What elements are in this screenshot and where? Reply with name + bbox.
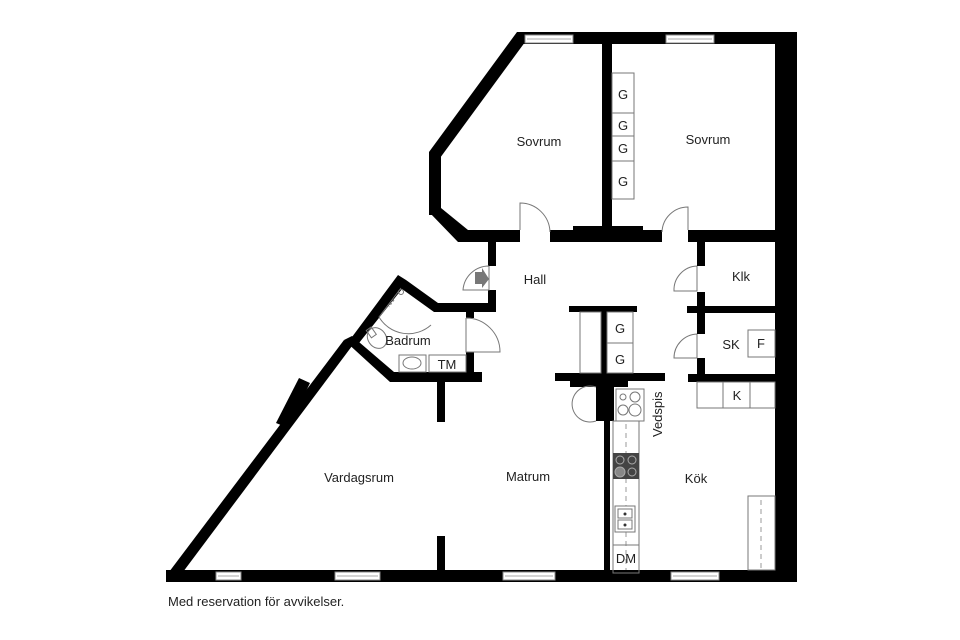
counter-cabinet: [749, 381, 776, 409]
wardrobe-label: G: [618, 141, 628, 156]
kitchen-sink-icon: [614, 505, 636, 533]
walls: [166, 32, 797, 582]
counter-cabinet: [696, 381, 724, 409]
room-label-matrum: Matrum: [506, 469, 550, 484]
room-label-klk: Klk: [732, 269, 751, 284]
partition-bottom: [437, 536, 445, 576]
wardrobe-label: G: [615, 352, 625, 367]
partition-top: [437, 382, 445, 422]
sink-drain-icon: [623, 512, 627, 516]
door-klk[interactable]: [673, 265, 698, 292]
toilet-tank: [365, 326, 378, 339]
bathroom-right-wall: [466, 352, 474, 382]
stove-burner-icon: [627, 455, 637, 465]
sk-wall-c: [697, 358, 705, 378]
stove-burner-icon: [629, 391, 641, 403]
fridge-label: K: [733, 388, 742, 403]
room-labels: Sovrum Sovrum Hall Klk SK Badrum Vardags…: [324, 132, 750, 486]
sink-drain-icon: [623, 523, 627, 527]
bedroom-divider-wall: [602, 44, 612, 232]
freezer: [747, 329, 776, 358]
wardrobe-label: G: [618, 174, 628, 189]
stove-burner-icon: [617, 404, 629, 416]
wardrobe-label: G: [618, 87, 628, 102]
kitchen-top-wall: [555, 373, 665, 381]
room-label-sk: SK: [722, 337, 740, 352]
wardrobe-label: G: [618, 118, 628, 133]
door-vedspis: [571, 385, 597, 423]
shower-head-icon: [398, 289, 404, 295]
room-label-sovrum-right: Sovrum: [686, 132, 731, 147]
bedroom-angled-wall: [429, 32, 528, 158]
closet-top-wall: [569, 306, 637, 312]
door-entrance[interactable]: [462, 265, 490, 291]
disclaimer-text: Med reservation för avvikelser.: [168, 594, 345, 609]
chimney-wall: [596, 381, 614, 421]
bedroom-bottom-wall-thick: [573, 226, 643, 242]
sink-basin: [617, 519, 633, 530]
shower: [378, 287, 432, 335]
wardrobe: [611, 160, 635, 200]
wardrobe-label: G: [615, 321, 625, 336]
room-label-hall: Hall: [524, 272, 547, 287]
kitchen-tall-cabinet: [747, 495, 776, 571]
door-bedroom-left[interactable]: [519, 202, 551, 233]
windows: [215, 34, 720, 581]
freezer-label: F: [757, 336, 765, 351]
bedroom-bottom-wall-c: [688, 230, 788, 242]
stove-burner-icon: [627, 467, 637, 477]
bedroom-left-wall: [429, 152, 441, 215]
chimney-block: [276, 378, 310, 428]
living-angled-wall: [166, 340, 352, 576]
closet-divider: [601, 312, 607, 374]
wardrobe: [606, 311, 634, 344]
hall-left-wall-a: [488, 240, 496, 266]
doors: [462, 202, 698, 423]
exterior-wall-right: [775, 32, 797, 580]
sk-bottom-wall: [688, 374, 778, 382]
fixtures: G G G G G G F K: [365, 72, 776, 574]
door-sk[interactable]: [673, 333, 698, 359]
stove-burner-icon: [614, 466, 626, 478]
hall-closet-left: [579, 311, 602, 374]
shower-hose: [388, 299, 395, 308]
bathroom-top-wall: [352, 275, 496, 343]
door-badrum[interactable]: [465, 317, 501, 353]
toilet-icon: [366, 327, 388, 349]
door-bedroom-right[interactable]: [661, 206, 689, 233]
room-label-vardagsrum: Vardagsrum: [324, 470, 394, 485]
klk-wall-a: [697, 240, 705, 266]
room-label-sovrum-left: Sovrum: [517, 134, 562, 149]
washing-machine: [428, 354, 467, 373]
dishwasher-label: DM: [616, 551, 636, 566]
stove-burner-icon: [615, 455, 625, 465]
wood-stove: [615, 388, 645, 422]
wood-stove-label: Vedspis: [650, 391, 665, 437]
bathroom-bottom-wall: [344, 336, 482, 382]
bathroom-right-stub: [466, 310, 474, 318]
bedroom-bottom-wall-a: [458, 230, 520, 242]
hall-left-wall-b: [488, 290, 496, 312]
room-label-badrum: Badrum: [385, 333, 431, 348]
sink-basin: [617, 508, 633, 519]
klk-sk-divider: [687, 306, 777, 313]
entrance-arrow-icon: [475, 268, 489, 288]
room-label-kok: Kök: [685, 471, 708, 486]
stove-burner-icon: [619, 393, 627, 401]
bathroom-sink-basin-icon: [402, 356, 422, 370]
kitchen-left-wall: [604, 421, 610, 573]
wardrobe: [606, 342, 634, 374]
stove-burner-icon: [628, 403, 642, 417]
washing-machine-label: TM: [438, 357, 457, 372]
